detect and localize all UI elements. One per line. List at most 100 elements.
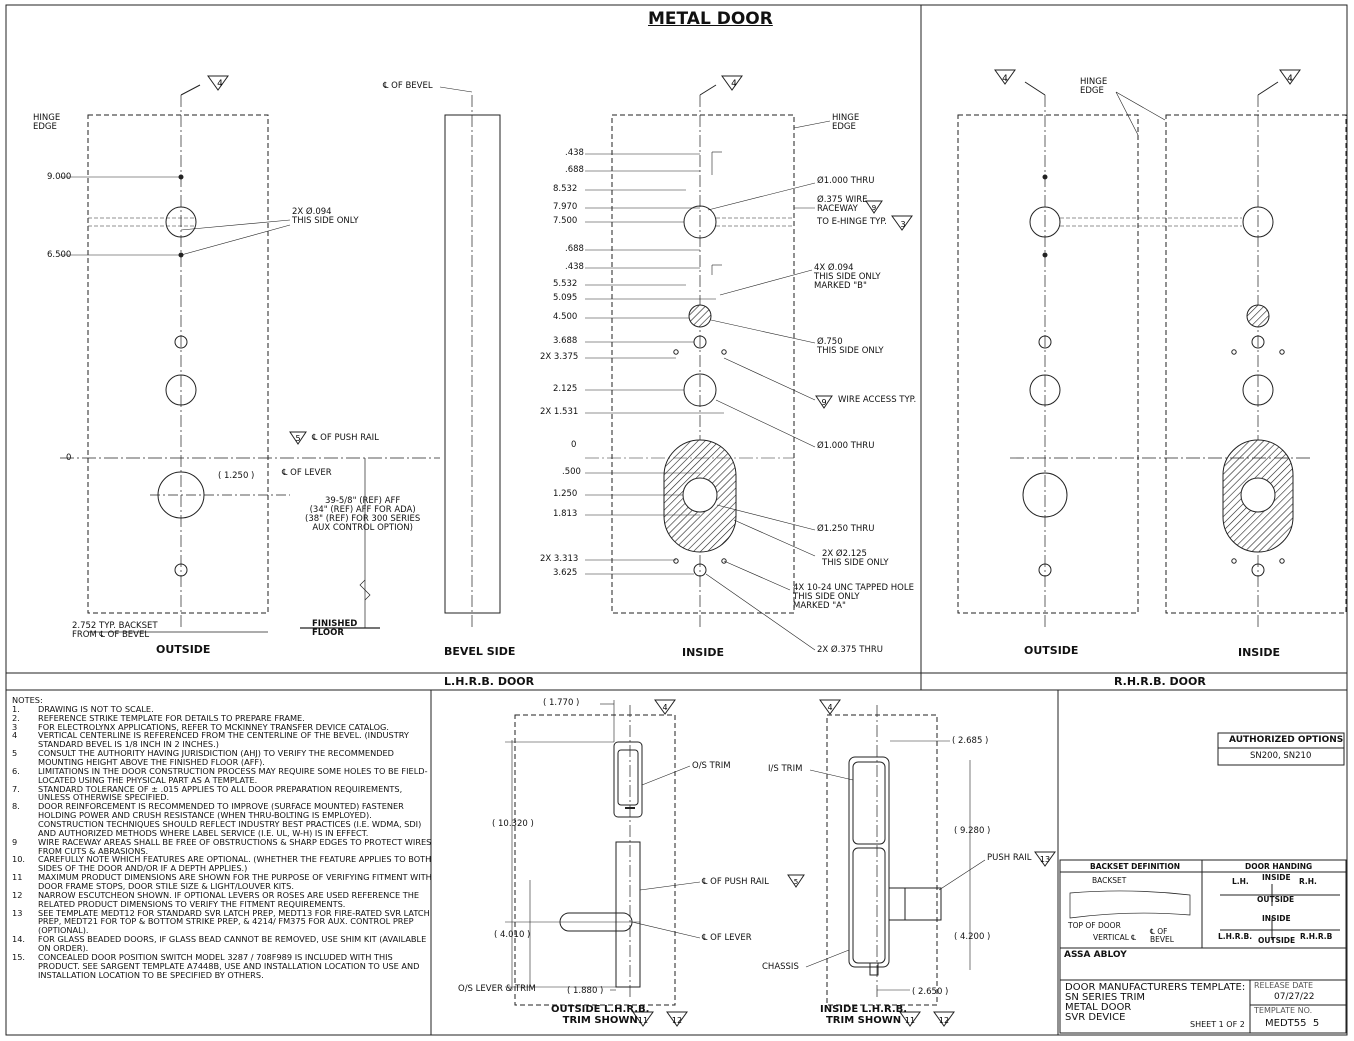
callout-text: WIRE ACCESS TYP. <box>838 395 917 405</box>
rh-label: R.H. <box>1299 877 1317 886</box>
callout-5: 5 <box>794 878 798 886</box>
callout-4: 4 <box>662 703 667 712</box>
dim-9280: ( 9.280 ) <box>954 826 991 836</box>
callout-3: 3 <box>900 220 905 229</box>
callout-text: 2X Ø2.125 THIS SIDE ONLY <box>822 549 889 568</box>
rhrb-label: R.H.R.B <box>1300 932 1333 941</box>
notes-title: NOTES: <box>12 695 43 705</box>
callout-text: Ø1.000 THRU <box>817 441 875 451</box>
push-rail-label: ℄ OF PUSH RAIL <box>702 877 769 887</box>
callout-text: 4X Ø.094 THIS SIDE ONLY MARKED "B" <box>814 263 881 291</box>
hinge-edge-label: HINGE EDGE <box>1080 77 1108 96</box>
cl-bevel-label: ℄ OF BEVEL <box>1150 927 1174 944</box>
bevel-side-label: BEVEL SIDE <box>444 645 516 658</box>
lhrb-label: L.H.R.B. DOOR <box>444 675 535 688</box>
is-trim-label: I/S TRIM <box>768 764 803 774</box>
template-no: MEDT55 5 <box>1265 1018 1320 1029</box>
notes-block: NOTES: 1.DRAWING IS NOT TO SCALE. 2.REFE… <box>12 696 432 980</box>
dim-1880: ( 1.880 ) <box>567 986 604 996</box>
vertical-cl-label: VERTICAL ℄ <box>1093 933 1137 942</box>
rh-inside-label: INSIDE <box>1238 646 1280 659</box>
outside-label: OUTSIDE <box>1258 936 1296 945</box>
door-handing-title: DOOR HANDING <box>1245 862 1313 871</box>
dim-4010: ( 4.010 ) <box>494 930 531 940</box>
dim: 3.625 <box>553 568 578 578</box>
push-rail-label: PUSH RAIL <box>987 853 1032 863</box>
note-item: 1.DRAWING IS NOT TO SCALE. <box>12 703 154 714</box>
dim: 1.250 <box>553 489 578 499</box>
outside-label: OUTSIDE <box>1257 895 1295 904</box>
outside-view <box>60 75 440 633</box>
dim: 5.095 <box>553 293 578 303</box>
lhrb-label: L.H.R.B. <box>1218 932 1253 941</box>
dim-2650: ( 2.650 ) <box>912 987 949 997</box>
title-block <box>1059 732 1347 1034</box>
rh-outside-label: OUTSIDE <box>1024 644 1079 657</box>
dim: 0 <box>571 440 577 450</box>
dim: 3.688 <box>553 336 578 346</box>
lever-label: ℄ OF LEVER <box>702 933 752 943</box>
finished-floor: FINISHED FLOOR <box>312 619 358 638</box>
os-trim-label: O/S TRIM <box>692 761 731 771</box>
authorized-options-title: AUTHORIZED OPTIONS <box>1229 735 1344 745</box>
release-date-label: RELEASE DATE <box>1254 981 1314 990</box>
cl-bevel-label: ℄ OF BEVEL <box>383 81 433 91</box>
template-no-label: TEMPLATE NO. <box>1254 1006 1313 1015</box>
rhrb-label: R.H.R.B. DOOR <box>1114 675 1206 688</box>
backset-note: 2.752 TYP. BACKSET FROM ℄ OF BEVEL <box>72 621 158 640</box>
inside-view <box>585 75 913 651</box>
hinge-edge-label: HINGE EDGE <box>832 113 860 132</box>
dim: .438 <box>565 148 584 158</box>
note-item: 6.LIMITATIONS IN THE DOOR CONSTRUCTION P… <box>12 765 428 785</box>
callout-4: 4 <box>827 703 832 712</box>
callout-12: 12 <box>939 1016 949 1025</box>
drawing-title: METAL DOOR <box>648 9 773 29</box>
holes-note: 2X Ø.094 THIS SIDE ONLY <box>292 207 359 226</box>
company-logo-text: ASSA ABLOY <box>1064 950 1127 960</box>
dim: 8.532 <box>553 184 578 194</box>
dim: 1.813 <box>553 509 578 519</box>
callout-text: TO E-HINGE TYP. <box>817 217 887 227</box>
dim: 5.532 <box>553 279 578 289</box>
trim-views <box>505 699 1056 1027</box>
dim: 7.500 <box>553 216 578 226</box>
callout-4: 4 <box>217 79 223 89</box>
template-title: DOOR MANUFACTURERS TEMPLATE: SN SERIES T… <box>1065 982 1246 1023</box>
callout-text: Ø.375 WIRE RACEWAY <box>817 195 868 214</box>
callout-text: Ø1.000 THRU <box>817 176 875 186</box>
dim-0: 0 <box>66 453 72 463</box>
backset-definition-title: BACKSET DEFINITION <box>1090 862 1180 871</box>
dim: 7.970 <box>553 202 578 212</box>
callout-text: 4X 10-24 UNC TAPPED HOLE THIS SIDE ONLY … <box>793 583 914 611</box>
inside-label: INSIDE <box>1262 873 1291 882</box>
note-item: 2.REFERENCE STRIKE TEMPLATE FOR DETAILS … <box>12 712 305 723</box>
dim: .688 <box>565 165 584 175</box>
outside-view-label: OUTSIDE <box>156 643 211 656</box>
top-of-door-label: TOP OF DOOR <box>1068 921 1121 930</box>
hinge-edge-label: HINGE EDGE <box>33 113 61 132</box>
note-item: 14.FOR GLASS BEADED DOORS, IF GLASS BEAD… <box>12 934 427 954</box>
lever-label: ℄ OF LEVER <box>282 468 332 478</box>
dim: 4.500 <box>553 312 578 322</box>
callout-4: 4 <box>731 79 737 89</box>
dim-10320: ( 10.320 ) <box>492 819 534 829</box>
dim-9000: 9.000 <box>47 172 72 182</box>
backset-label: BACKSET <box>1092 876 1127 885</box>
callout-text: Ø.750 THIS SIDE ONLY <box>817 337 884 356</box>
dim-1250: ( 1.250 ) <box>218 471 255 481</box>
lh-label: L.H. <box>1232 877 1249 886</box>
sheet-border <box>5 4 1348 1036</box>
bevel-view <box>439 86 501 630</box>
note-item: 7.STANDARD TOLERANCE OF ± .015 APPLIES T… <box>12 783 403 803</box>
dim: 2X 3.313 <box>540 554 579 564</box>
callout-12: 12 <box>672 1016 682 1025</box>
note-item: 15.CONCEALED DOOR POSITION SWITCH MODEL … <box>12 951 420 980</box>
callout-11: 11 <box>638 1016 648 1025</box>
dim: 2X 3.375 <box>540 352 579 362</box>
